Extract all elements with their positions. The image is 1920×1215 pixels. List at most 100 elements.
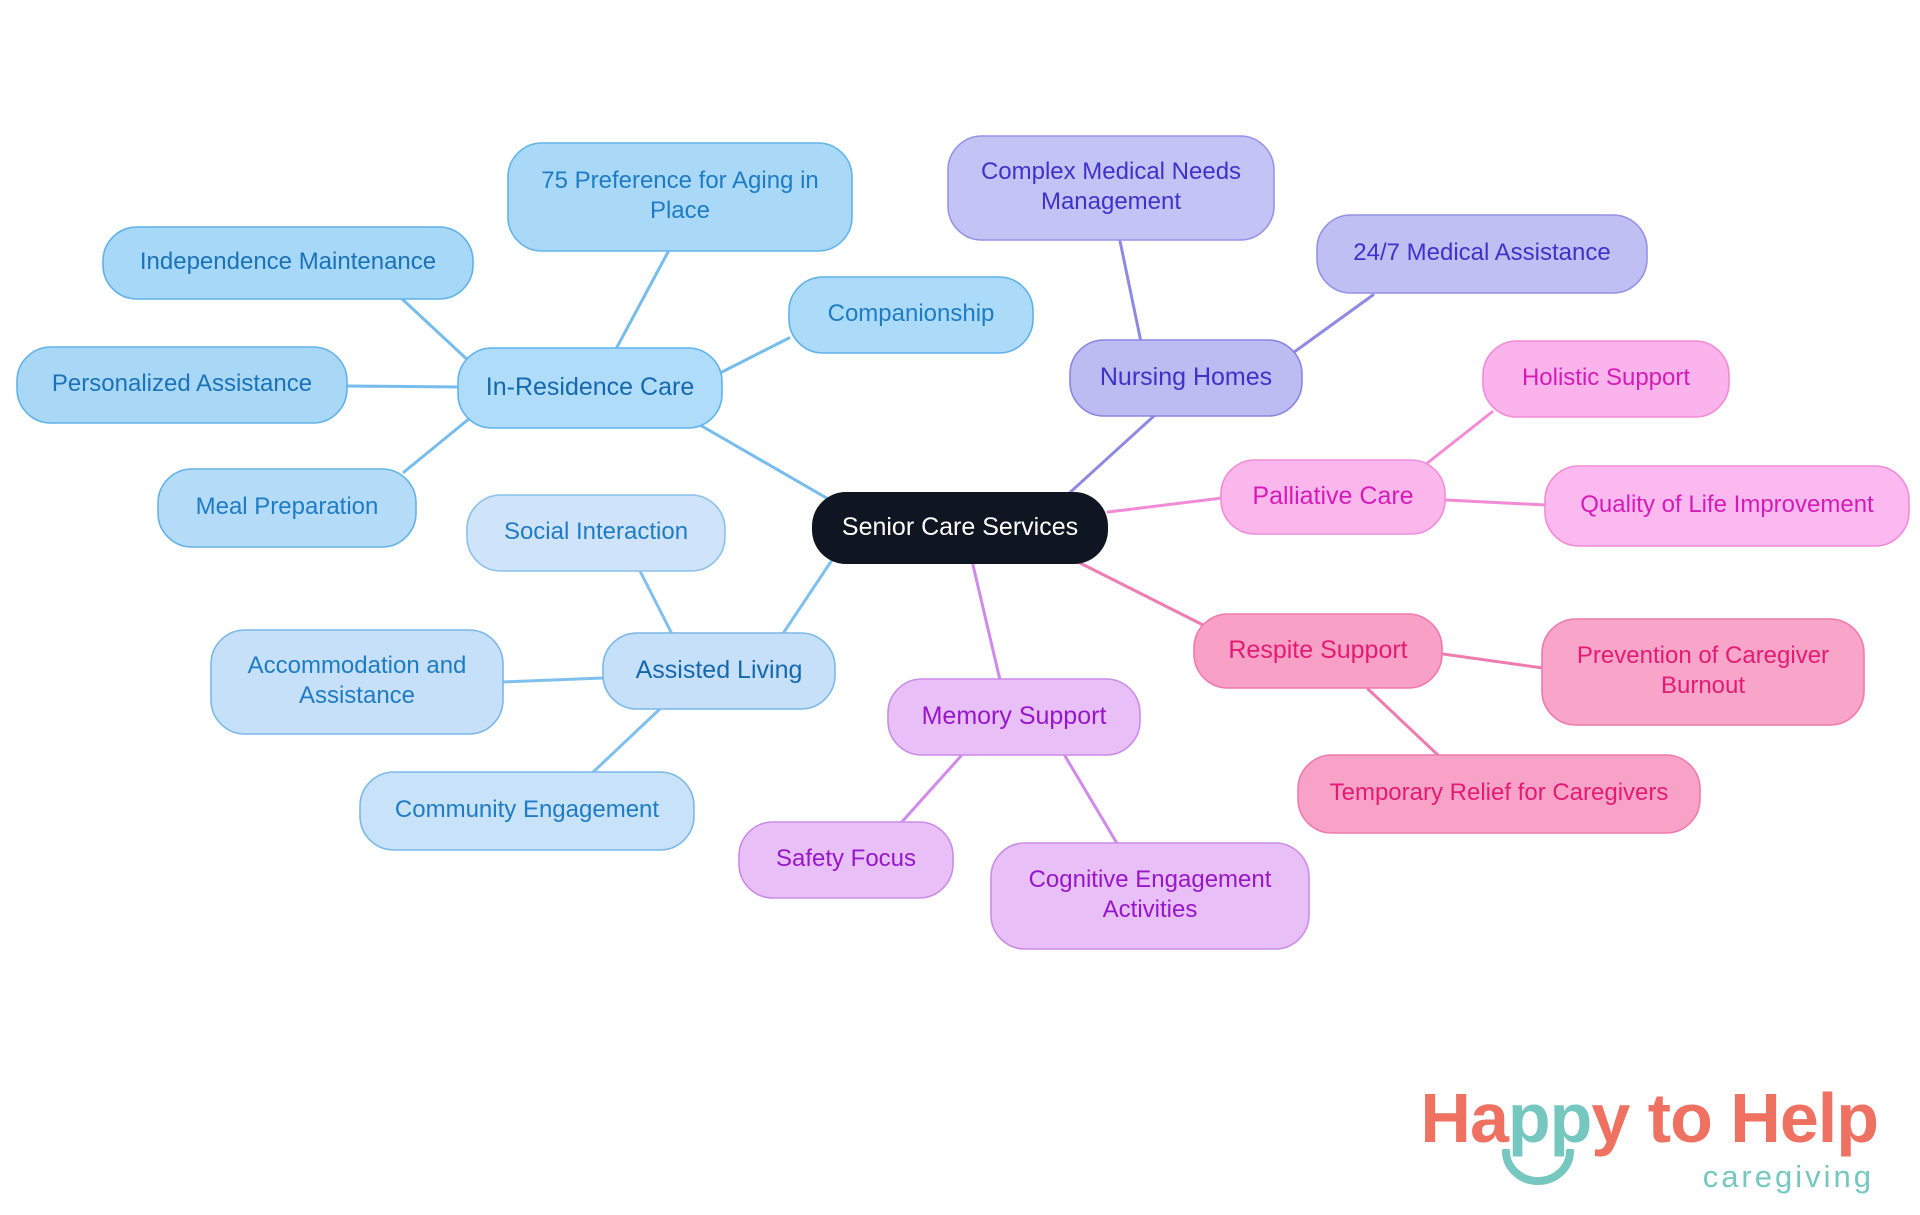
edge-palliative-care-holistic-support: [1414, 410, 1494, 474]
node-shape: [947, 135, 1275, 241]
logo-word-two: pp: [1507, 1079, 1593, 1157]
node-shape: [359, 771, 695, 851]
node-safety-focus[interactable]: Safety Focus: [738, 821, 954, 899]
node-label: Nursing Homes: [1100, 363, 1272, 391]
node-shape: [1220, 459, 1446, 535]
node-shape: [1541, 618, 1865, 726]
node-label: Palliative Care: [1252, 482, 1413, 510]
node-memory-support[interactable]: Memory Support: [887, 678, 1141, 756]
node-companionship[interactable]: Companionship: [788, 276, 1034, 354]
node-temporary-relief-for-caregivers[interactable]: Temporary Relief for Caregivers: [1297, 754, 1701, 834]
edge-assisted-living-social-interaction: [638, 569, 674, 636]
node-nursing-homes[interactable]: Nursing Homes: [1069, 339, 1303, 417]
node-label: Independence Maintenance: [140, 248, 436, 275]
node-label: Meal Preparation: [196, 493, 379, 520]
node-assisted-living[interactable]: Assisted Living: [602, 632, 836, 710]
node-shape: [102, 226, 474, 300]
edge-nursing-homes-complex-medical: [1118, 239, 1143, 344]
node-holistic-support[interactable]: Holistic Support: [1482, 340, 1730, 418]
edge-root-assisted-living: [778, 558, 834, 640]
node-label: Social Interaction: [504, 518, 688, 545]
node-label: Memory Support: [922, 702, 1107, 730]
node-respite-support[interactable]: Respite Support: [1193, 613, 1443, 689]
node-medical-assistance-24-7[interactable]: 24/7 Medical Assistance: [1316, 214, 1648, 294]
node-quality-of-life-improvement[interactable]: Quality of Life Improvement: [1544, 465, 1910, 547]
node-shape: [16, 346, 348, 424]
logo-word-one: Ha: [1420, 1079, 1508, 1157]
logo-word-three: y to Help: [1591, 1079, 1879, 1157]
edge-in-residence-care-independence-maintenance: [398, 295, 474, 366]
edge-root-memory-support: [971, 563, 1002, 682]
node-shape: [210, 629, 504, 735]
edges-layer: [345, 239, 1548, 847]
edge-assisted-living-accommodation: [501, 676, 605, 684]
node-shape: [157, 468, 417, 548]
node-label: Assisted Living: [636, 656, 803, 684]
node-shape: [788, 276, 1034, 354]
node-shape: [1316, 214, 1648, 294]
node-label: 24/7 Medical Assistance: [1353, 239, 1610, 266]
node-shape: [507, 142, 853, 252]
edge-in-residence-care-meal-preparation: [402, 416, 472, 474]
node-shape: [602, 632, 836, 710]
edge-in-residence-care-companionship: [720, 336, 791, 374]
node-label: Quality of Life Improvement: [1580, 491, 1874, 518]
node-personalized-assistance[interactable]: Personalized Assistance: [16, 346, 348, 424]
node-label: Companionship: [828, 300, 995, 327]
node-palliative-care[interactable]: Palliative Care: [1220, 459, 1446, 535]
node-shape: [466, 494, 726, 572]
node-shape: [990, 842, 1310, 950]
node-label: Temporary Relief for Caregivers: [1330, 779, 1669, 806]
edge-palliative-care-quality-of-life: [1444, 498, 1548, 507]
edge-root-nursing-homes: [1063, 413, 1157, 499]
brand-logo: Happy to Help caregiving: [1378, 1077, 1879, 1197]
edge-memory-support-cognitive-engagement: [1063, 754, 1120, 847]
node-shape: [1297, 754, 1701, 834]
edge-respite-support-temporary-relief: [1366, 687, 1442, 759]
node-shape: [1069, 339, 1303, 417]
node-label: In-Residence Care: [486, 373, 694, 401]
node-label: Holistic Support: [1522, 364, 1690, 391]
node-shape: [812, 492, 1108, 564]
edge-root-palliative-care: [1106, 496, 1224, 514]
node-meal-preparation[interactable]: Meal Preparation: [157, 468, 417, 548]
node-shape: [1482, 340, 1730, 418]
edge-respite-support-prevention: [1441, 652, 1545, 670]
node-in-residence-care[interactable]: In-Residence Care: [457, 347, 723, 429]
node-label: Community Engagement: [395, 796, 659, 823]
node-shape: [738, 821, 954, 899]
logo-tagline: caregiving: [1702, 1159, 1874, 1194]
edge-in-residence-care-preference-aging-in-place: [614, 250, 670, 351]
edge-assisted-living-community-engagement: [588, 704, 665, 777]
node-shape: [1544, 465, 1910, 547]
smile-arc-icon: [1502, 1149, 1574, 1185]
node-label: Personalized Assistance: [52, 370, 312, 397]
node-root[interactable]: Senior Care Services: [812, 492, 1108, 564]
node-shape: [1193, 613, 1443, 689]
node-shape: [887, 678, 1141, 756]
edge-root-in-residence-care: [698, 423, 832, 502]
node-independence-maintenance[interactable]: Independence Maintenance: [102, 226, 474, 300]
node-social-interaction[interactable]: Social Interaction: [466, 494, 726, 572]
edge-in-residence-care-personalized-assistance: [345, 384, 461, 389]
logo-wordmark: Happy to Help: [1378, 1083, 1879, 1153]
node-label: Senior Care Services: [842, 513, 1078, 541]
node-community-engagement[interactable]: Community Engagement: [359, 771, 695, 851]
edge-root-respite-support: [1078, 561, 1215, 632]
node-shape: [457, 347, 723, 429]
node-label: Safety Focus: [776, 845, 916, 872]
edge-memory-support-safety-focus: [898, 754, 963, 826]
